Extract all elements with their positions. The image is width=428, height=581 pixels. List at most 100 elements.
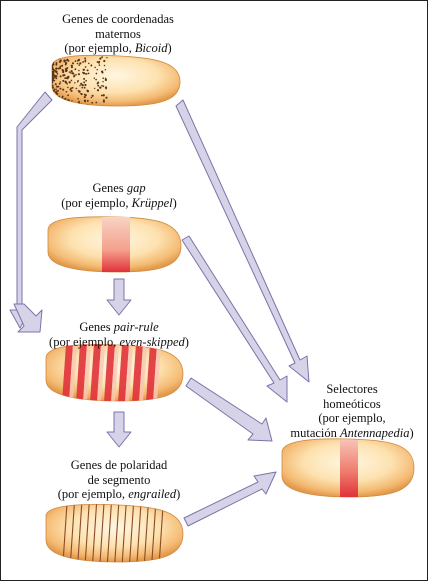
label-maternal-line2: maternos bbox=[95, 26, 141, 41]
bicoid-dot bbox=[52, 92, 53, 95]
bicoid-dot bbox=[53, 88, 56, 91]
bicoid-dot bbox=[84, 66, 87, 68]
bicoid-dot bbox=[53, 94, 56, 97]
even-skipped-stripe bbox=[76, 344, 87, 401]
bicoid-dot bbox=[99, 57, 102, 60]
bicoid-dot bbox=[77, 73, 80, 76]
bicoid-dot bbox=[79, 62, 82, 65]
label-pair-rule-line1: Genes pair-rule bbox=[79, 320, 159, 334]
engrailed-stripe bbox=[92, 504, 98, 562]
bicoid-dot bbox=[101, 56, 103, 58]
even-skipped-stripe-edge bbox=[125, 344, 133, 401]
embryo-segment-polarity bbox=[45, 504, 184, 563]
bicoid-dot bbox=[52, 94, 53, 96]
bicoid-dot bbox=[81, 86, 84, 89]
engrailed-stripe bbox=[151, 504, 157, 562]
bicoid-dot bbox=[56, 85, 59, 88]
label-gap-line2: (por ejemplo, Krüppel) bbox=[61, 195, 177, 210]
bicoid-dot bbox=[96, 89, 100, 92]
arrow-maternal-to-pair-rule bbox=[9, 91, 53, 329]
engrailed-stripe bbox=[136, 504, 142, 562]
bicoid-dot bbox=[78, 64, 80, 66]
bicoid-dot bbox=[61, 64, 64, 67]
bicoid-dot bbox=[76, 62, 79, 65]
arrow-segment-to-homeotic bbox=[183, 471, 277, 527]
bicoid-dot bbox=[55, 88, 57, 91]
bicoid-dot bbox=[103, 59, 106, 63]
bicoid-dot bbox=[83, 81, 86, 84]
bicoid-dot bbox=[54, 83, 57, 86]
bicoid-dot bbox=[52, 63, 55, 65]
bicoid-dot bbox=[57, 67, 60, 70]
bicoid-dot bbox=[83, 77, 86, 80]
bicoid-dot bbox=[67, 59, 70, 62]
engrailed-stripe bbox=[121, 504, 127, 562]
label-homeotic-line4: mutación Antennapedia) bbox=[290, 425, 414, 440]
bicoid-dot bbox=[85, 79, 87, 82]
even-skipped-stripe bbox=[104, 344, 115, 401]
bicoid-dot bbox=[78, 69, 80, 72]
bicoid-dot bbox=[75, 87, 78, 90]
bicoid-dot bbox=[71, 70, 73, 72]
engrailed-stripe bbox=[69, 504, 75, 562]
bicoid-dot bbox=[52, 93, 53, 96]
bicoid-dot bbox=[69, 88, 72, 91]
label-pair-rule-line2: (por ejemplo, even-skipped) bbox=[49, 334, 189, 349]
even-skipped-stripe bbox=[132, 344, 143, 401]
engrailed-stripe bbox=[129, 504, 135, 562]
bicoid-dot bbox=[55, 77, 58, 80]
engrailed-stripe bbox=[62, 504, 68, 562]
bicoid-dot bbox=[57, 89, 59, 92]
bicoid-dot bbox=[83, 96, 86, 99]
engrailed-stripe bbox=[143, 504, 149, 562]
bicoid-dot bbox=[77, 81, 79, 83]
even-skipped-stripe-edge bbox=[111, 344, 119, 401]
bicoid-dot bbox=[59, 81, 62, 83]
arrow-pair-rule-to-homeotic bbox=[185, 377, 273, 442]
bicoid-dot bbox=[59, 67, 62, 70]
bicoid-dot bbox=[52, 77, 54, 80]
label-maternal: Genes de coordenadas maternos (por ejemp… bbox=[28, 12, 208, 56]
bicoid-dot bbox=[55, 63, 58, 66]
bicoid-dot bbox=[102, 80, 104, 83]
bicoid-dot bbox=[66, 69, 68, 72]
label-homeotic-line3: (por ejemplo, bbox=[318, 411, 386, 425]
label-segment-line2: de segmento bbox=[87, 472, 151, 487]
bicoid-dot bbox=[59, 102, 62, 106]
bicoid-dot bbox=[70, 79, 73, 82]
bicoid-dot bbox=[79, 84, 81, 87]
bicoid-dot bbox=[95, 101, 98, 104]
bicoid-dot bbox=[101, 84, 103, 87]
arrow-gap-to-pair-rule bbox=[106, 278, 132, 316]
bicoid-dot bbox=[54, 74, 57, 77]
bicoid-dot bbox=[83, 99, 86, 102]
bicoid-dot bbox=[58, 82, 61, 85]
bicoid-dot bbox=[67, 94, 70, 97]
bicoid-dot bbox=[61, 69, 64, 71]
bicoid-dot bbox=[74, 68, 77, 71]
bicoid-dot bbox=[84, 94, 87, 97]
bicoid-dot bbox=[59, 65, 62, 68]
label-segment-line3: (por ejemplo, engrailed) bbox=[57, 487, 181, 501]
bicoid-dot bbox=[52, 59, 54, 62]
bicoid-dot bbox=[103, 64, 106, 67]
engrailed-stripe bbox=[77, 504, 83, 562]
bicoid-dot bbox=[52, 100, 56, 103]
bicoid-dot bbox=[86, 69, 89, 72]
bicoid-dot bbox=[93, 77, 96, 79]
bicoid-dot bbox=[90, 64, 93, 67]
bicoid-dot bbox=[52, 79, 54, 82]
embryo-pair-rule bbox=[45, 344, 184, 402]
bicoid-dot bbox=[64, 68, 67, 71]
bicoid-dot bbox=[98, 64, 101, 66]
label-segment-polarity: Genes de polaridad de segmento (por ejem… bbox=[24, 458, 214, 502]
bicoid-dot bbox=[59, 87, 62, 90]
engrailed-stripes bbox=[62, 504, 164, 562]
engrailed-stripe bbox=[114, 504, 120, 562]
label-maternal-line1: Genes de coordenadas bbox=[62, 12, 174, 26]
bicoid-dot bbox=[68, 71, 71, 73]
bicoid-dot bbox=[52, 99, 55, 102]
bicoid-dot bbox=[102, 77, 104, 79]
bicoid-dot bbox=[52, 102, 54, 106]
bicoid-dot bbox=[95, 78, 97, 81]
